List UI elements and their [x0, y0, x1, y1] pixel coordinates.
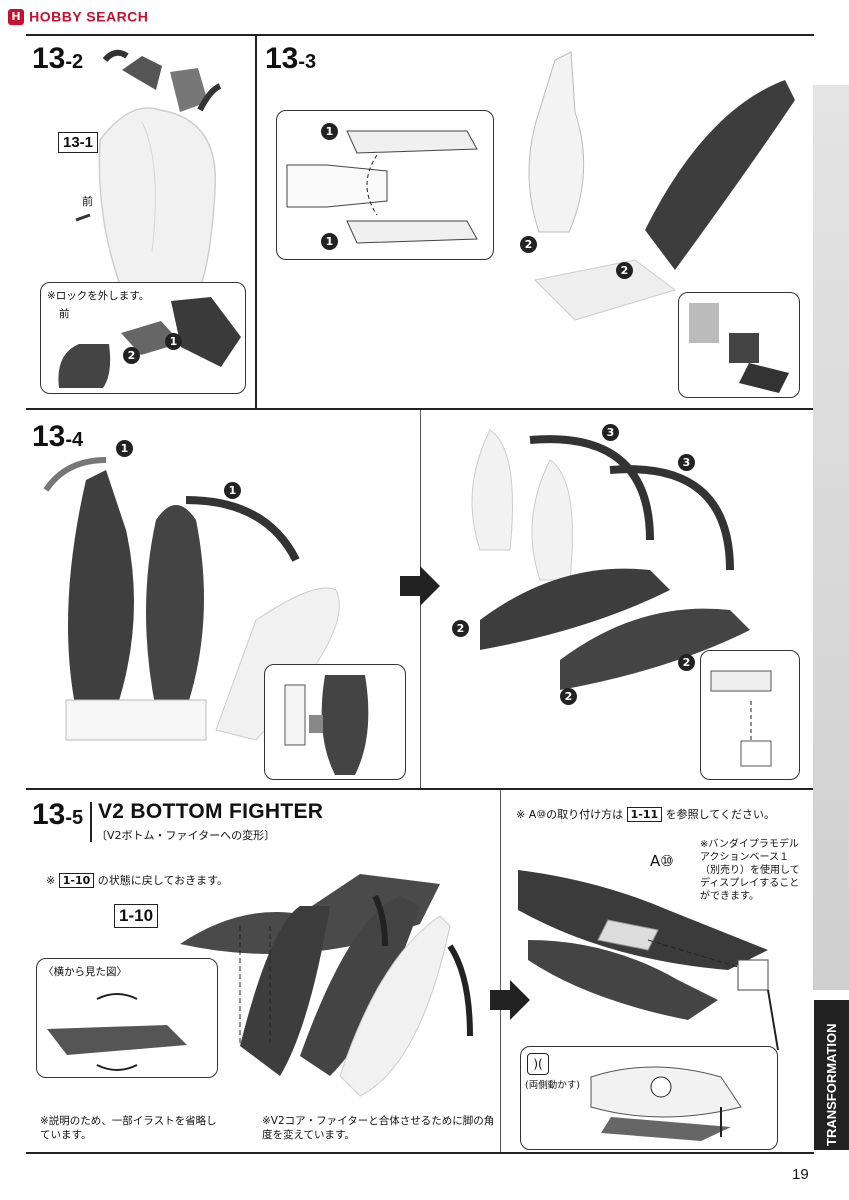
top-rule [26, 34, 814, 36]
divider-row1 [26, 408, 814, 410]
divider-v3 [500, 790, 501, 1152]
section-tab: TRANSFORMATION [814, 1000, 849, 1150]
bottom-fighter-title: V2 BOTTOM FIGHTER [98, 800, 324, 823]
divider-row2 [26, 788, 814, 790]
section-tab-label: TRANSFORMATION [824, 1023, 839, 1146]
swing-icon: )( [527, 1053, 549, 1075]
marker-1-bottom: 1 [321, 233, 338, 250]
heel-detail-inset [264, 664, 406, 780]
marker-2-b: 2 [616, 262, 633, 279]
step-13-2-heading: 13-2 [32, 42, 84, 75]
page-number: 19 [792, 1166, 809, 1183]
next-arrow-13-4 [400, 566, 440, 606]
bottom-rule [26, 1152, 814, 1154]
step-13-3-heading: 13-3 [265, 42, 317, 75]
marker-2-e: 2 [678, 654, 695, 671]
ref-note-1-10: ※ 1-10 の状態に戻しておきます。 [46, 873, 228, 888]
fighter-on-base-illustration [518, 870, 779, 1051]
marker-2-d: 2 [560, 688, 577, 705]
part-label-a10: A⑩ [650, 852, 674, 870]
logo-text: HOBBY SEARCH [29, 8, 149, 25]
marker-1: 1 [165, 333, 182, 350]
hinge-detail-inset: 1 1 [276, 110, 494, 260]
clip-detail-drawing [710, 670, 772, 767]
site-logo: H HOBBY SEARCH [8, 6, 149, 25]
marker-3-a: 3 [602, 424, 619, 441]
ref-box-13-1: 13-1 [58, 132, 99, 153]
action-base-note: ※バンダイプラモデルアクションベース１（別売り）を使用してディスプレイすることが… [700, 839, 800, 902]
legs-illustration-13-4-right [471, 429, 750, 690]
marker-2-a: 2 [520, 236, 537, 253]
both-sides-move-label: (両側動かす) [525, 1080, 580, 1091]
joint-rotate-drawing [689, 303, 789, 393]
side-view-inset: 〈横から見た図〉 [36, 958, 218, 1078]
omit-note: ※説明のため、一部イラストを省略しています。 [40, 1115, 217, 1141]
marker-1-left: 1 [116, 440, 133, 457]
ref-box-1-10-inline: 1-10 [58, 873, 95, 888]
attach-note: ※ A⑩の取り付け方は 1-11 を参照してください。 [516, 807, 775, 822]
marker-1-top: 1 [321, 123, 338, 140]
angle-note: ※V2コア・ファイターと合体させるために脚の角度を変えています。 [262, 1115, 495, 1141]
bottom-fighter-subtitle: 〔V2ボトム・ファイターへの変形〕 [96, 829, 276, 842]
step-13-5-heading: 13-5 [32, 798, 84, 831]
joint-swing-drawing [590, 1066, 742, 1141]
joint-rotate-inset [678, 292, 800, 398]
lock-note: ※ロックを外します。 [47, 290, 150, 302]
joint-swing-inset: )( (両側動かす) [520, 1046, 778, 1150]
marker-2: 2 [123, 347, 140, 364]
marker-3-b: 3 [678, 454, 695, 471]
side-index-strip [813, 85, 849, 990]
step-13-4-heading: 13-4 [32, 420, 84, 453]
next-arrow-13-5 [490, 980, 530, 1020]
side-view-drawing [47, 993, 187, 1071]
callout-box-1-10: 1-10 [114, 904, 159, 928]
leg-illustration-13-3 [528, 51, 795, 321]
lock-detail-drawing [58, 297, 241, 388]
clip-detail-inset [700, 650, 800, 780]
hinge-drawing [286, 130, 478, 244]
heel-detail-drawing [284, 675, 369, 775]
title-divider [90, 802, 92, 842]
leg-illustration-13-2 [75, 49, 222, 311]
inset-front-label: 前 [59, 308, 70, 320]
front-label: 前 [82, 195, 93, 208]
marker-1-right: 1 [224, 482, 241, 499]
marker-2-c: 2 [452, 620, 469, 637]
ref-box-1-11: 1-11 [626, 807, 663, 822]
divider-v1 [255, 36, 257, 408]
lock-release-inset: ※ロックを外します。 前 1 2 [40, 282, 246, 394]
logo-icon: H [8, 8, 24, 25]
bottom-fighter-illustration [180, 874, 473, 1097]
side-view-label: 〈横から見た図〉 [43, 966, 127, 978]
